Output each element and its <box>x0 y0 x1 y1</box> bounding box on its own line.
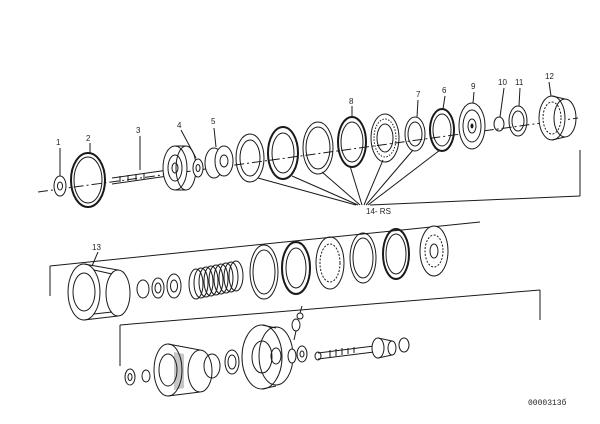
callout-5: 5 <box>211 117 216 126</box>
row3-nut-washer[interactable] <box>287 345 308 364</box>
callout-10: 10 <box>498 78 507 87</box>
row3-drum[interactable] <box>153 343 221 397</box>
row-1-assembly: 1 2 3 4 5 8 7 6 9 10 11 12 14- RS <box>37 72 581 216</box>
callout-3: 3 <box>136 126 141 135</box>
callout-2: 2 <box>86 134 91 143</box>
group-14-leaders <box>257 149 581 206</box>
part-12-drum[interactable] <box>538 81 577 141</box>
part-1-nut[interactable] <box>53 148 67 197</box>
row3-output-shaft[interactable] <box>314 337 410 361</box>
callout-6: 6 <box>442 86 447 95</box>
clutch-disc-set[interactable] <box>235 121 334 183</box>
row3-flange-gear[interactable] <box>241 324 294 390</box>
group-label-14-rs: 14- RS <box>366 207 391 216</box>
row2-spring-pack[interactable] <box>188 260 244 300</box>
part-9-carrier[interactable] <box>458 91 486 150</box>
callout-8: 8 <box>349 97 354 106</box>
part-7-washer[interactable] <box>404 99 426 152</box>
row-2-assembly: 13 <box>49 221 541 326</box>
part-11-ring[interactable] <box>508 87 528 137</box>
reference-code: 0000313б <box>528 399 567 408</box>
part-8-disc[interactable] <box>337 106 367 168</box>
row3-nut[interactable] <box>124 368 151 386</box>
part-13-housing[interactable] <box>67 251 131 321</box>
row2-small-washers[interactable] <box>136 273 182 299</box>
callout-9: 9 <box>471 82 476 91</box>
callout-11: 11 <box>515 78 524 87</box>
row3-ring[interactable] <box>224 349 240 375</box>
part-4-washer[interactable] <box>180 129 204 178</box>
callout-1: 1 <box>56 138 61 147</box>
part-6-ring[interactable] <box>429 95 455 152</box>
row3-pin[interactable] <box>291 305 304 341</box>
row-3-assembly <box>119 290 541 397</box>
callout-4: 4 <box>177 121 182 130</box>
needle-bearing[interactable] <box>370 113 400 163</box>
part-3-shaft[interactable] <box>111 136 197 191</box>
part-10-small-ring[interactable] <box>493 87 505 132</box>
callout-13: 13 <box>92 243 101 252</box>
part-5-hub[interactable] <box>204 127 234 179</box>
callout-12: 12 <box>545 72 554 81</box>
callout-7: 7 <box>416 90 421 99</box>
part-2-ring[interactable] <box>70 143 106 208</box>
row2-disc-set[interactable] <box>249 225 449 300</box>
